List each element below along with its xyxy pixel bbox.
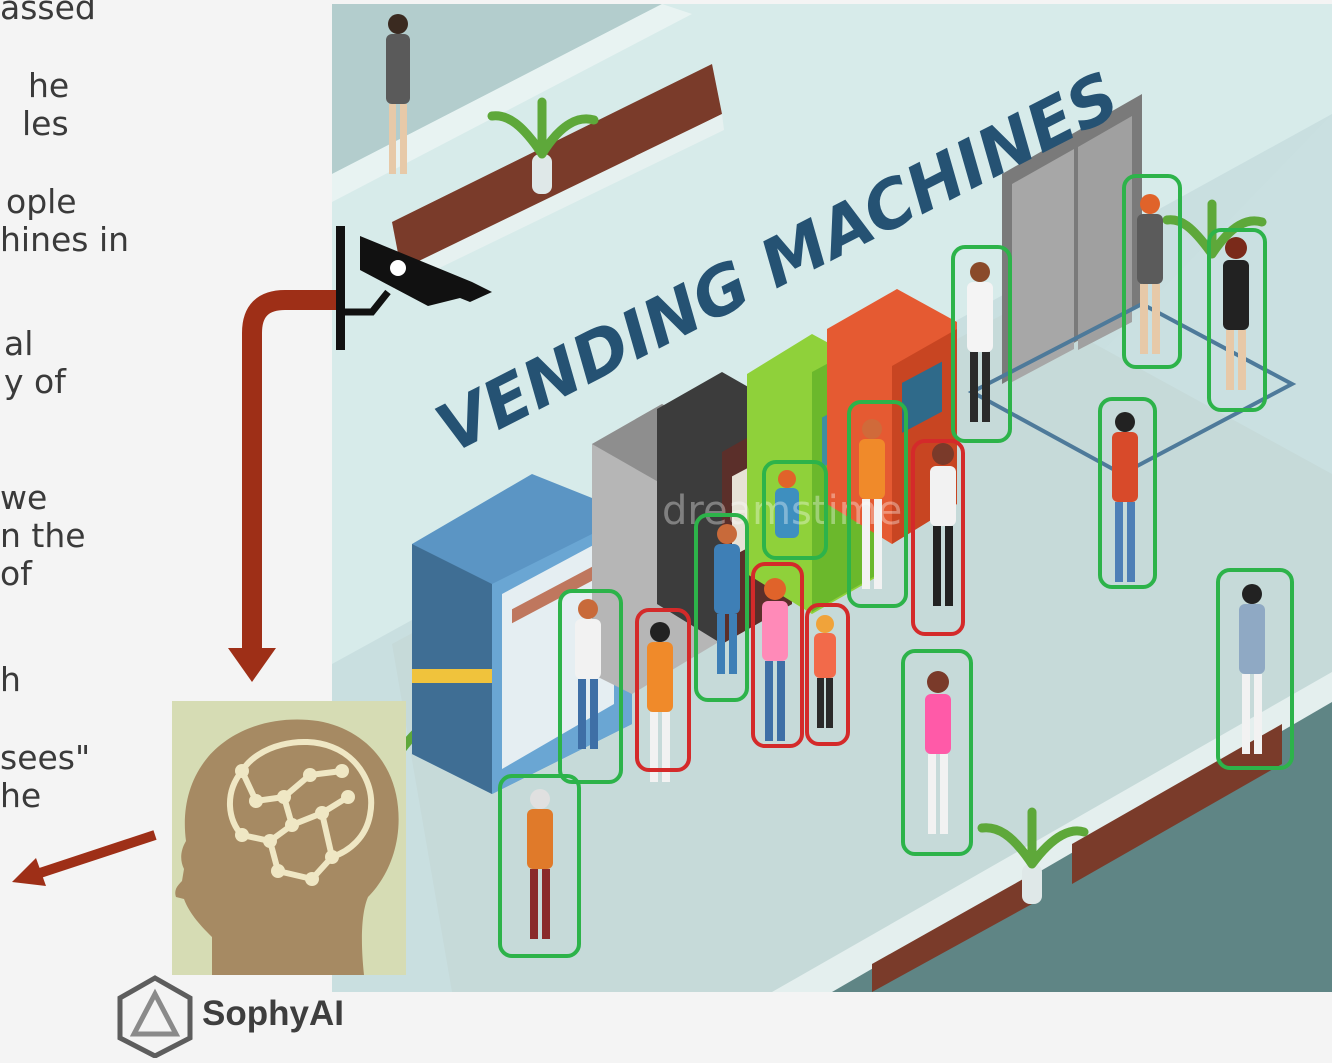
green-box: [1122, 174, 1182, 369]
green-box: [951, 245, 1012, 443]
green-box: [1207, 228, 1267, 412]
green-box: [1216, 568, 1294, 770]
sophyai-logo-icon: [117, 975, 193, 1059]
green-box: [1098, 397, 1157, 589]
red-box: [751, 562, 804, 748]
scene-illustration: VENDING MACHINES dreamstime: [332, 4, 1332, 992]
text-fragment: assed: [0, 0, 96, 27]
watermark: dreamstime: [662, 488, 902, 534]
red-box: [635, 608, 691, 772]
red-box: [911, 439, 965, 636]
brain-head-icon: [172, 701, 406, 975]
logo-text: SophyAI: [202, 994, 344, 1033]
brain-illustration: [172, 701, 406, 975]
text-fragment: sees": [0, 738, 91, 777]
green-box: [847, 400, 908, 608]
red-box: [805, 603, 850, 746]
brain-to-left-arrow: [12, 830, 157, 886]
text-fragment: al: [4, 324, 34, 363]
vending-hall-scene: VENDING MACHINES dreamstime: [332, 4, 1332, 992]
green-box: [558, 589, 623, 784]
text-fragment: he: [0, 776, 42, 815]
red-detections: [635, 439, 965, 772]
green-detections: [498, 174, 1294, 958]
text-fragment: hines in: [0, 220, 130, 259]
left-text-column: assed he les ople hines in al y of we n …: [0, 0, 332, 813]
text-fragment: n the: [0, 516, 86, 555]
plant: [977, 807, 1089, 904]
green-box: [762, 460, 828, 560]
text-fragment: ople: [6, 182, 77, 221]
text-fragment: we: [0, 478, 48, 517]
text-fragment: of: [0, 554, 32, 593]
text-fragment: y of: [4, 362, 66, 401]
text-fragment: h: [0, 660, 21, 699]
plant: [487, 97, 599, 194]
people-figures: [386, 14, 1265, 939]
text-fragment: les: [22, 104, 69, 143]
text-fragment: he: [28, 66, 70, 105]
green-box: [498, 774, 581, 958]
green-box: [901, 649, 973, 856]
sophyai-logo: SophyAI: [112, 972, 382, 1059]
detection-overlay: [498, 174, 1294, 958]
green-box: [694, 513, 749, 702]
